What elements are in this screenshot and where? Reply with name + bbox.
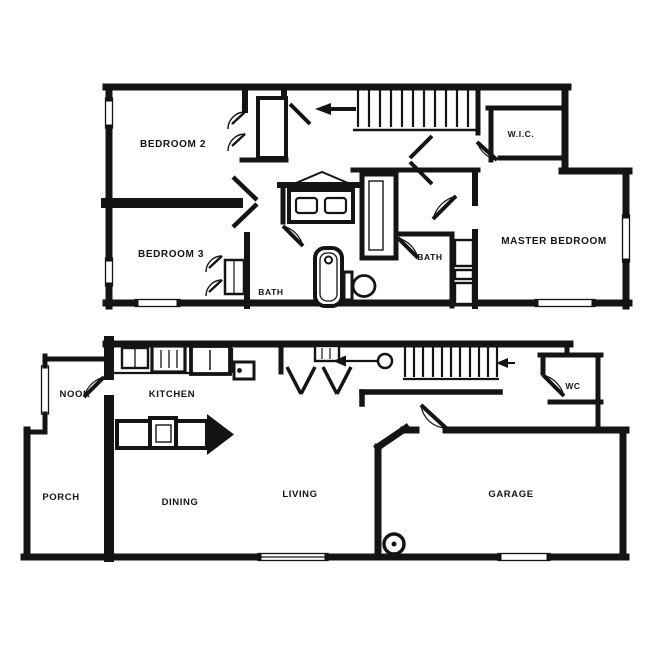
counter-end-arrow: [207, 414, 234, 455]
refrigerator-icon: [189, 344, 232, 376]
water-heater-icon: [382, 532, 406, 556]
kitchen-island: [115, 414, 234, 455]
door-swings-lower: [82, 373, 566, 430]
exterior-walls-lower: [20, 336, 630, 562]
bathtub-icon: [313, 246, 344, 308]
toilet-icon: [342, 270, 377, 302]
stairs-upper: [315, 90, 480, 132]
stairs-direction-arrow-upper: [315, 103, 356, 115]
room-label-bedroom2: BEDROOM 2: [140, 139, 206, 150]
windows-upper: [104, 97, 631, 308]
room-label-bedroom3: BEDROOM 3: [138, 249, 204, 260]
entry-closet: [285, 344, 353, 395]
room-label-porch: PORCH: [42, 492, 79, 503]
pantry-door: [232, 360, 256, 381]
range-icon: [150, 344, 187, 374]
kitchen-sink-icon: [120, 346, 150, 370]
stairwell-shaft: [359, 171, 399, 261]
room-label-bath-master: BATH: [417, 252, 442, 262]
room-label-bath-hall: BATH: [258, 287, 283, 297]
linen-shelves-icon: [453, 238, 475, 306]
double-vanity-icon: [287, 170, 355, 224]
interior-walls-upper: [101, 84, 568, 309]
room-label-master-bedroom: MASTER BEDROOM: [501, 236, 607, 247]
room-label-nook: NOOK: [60, 389, 91, 400]
interior-walls-lower: [278, 341, 558, 561]
room-label-kitchen: KITCHEN: [149, 389, 195, 400]
room-label-living: LIVING: [282, 489, 317, 500]
closet-bedroom3: [205, 255, 246, 297]
stairs-up-arrow-lower: [333, 352, 394, 370]
lower-floor-plan: NOOK KITCHEN WC PORCH DINING LIVING GARA…: [20, 336, 630, 562]
kitchen-counter: [114, 344, 234, 376]
exterior-walls-upper: [102, 83, 633, 310]
room-label-garage: GARAGE: [488, 489, 533, 500]
closet-bedroom2: [227, 96, 288, 160]
door-swings-upper: [231, 102, 499, 260]
room-label-wic: W.I.C.: [508, 129, 535, 139]
stairs-arrow-right: [496, 358, 515, 368]
windows-lower: [40, 365, 551, 562]
room-label-dining: DINING: [162, 497, 199, 508]
stairs-lower: [333, 347, 515, 381]
upper-floor-plan: BEDROOM 2 BEDROOM 3 MASTER BEDROOM W.I.C…: [101, 83, 633, 310]
room-label-wc: WC: [565, 381, 580, 391]
